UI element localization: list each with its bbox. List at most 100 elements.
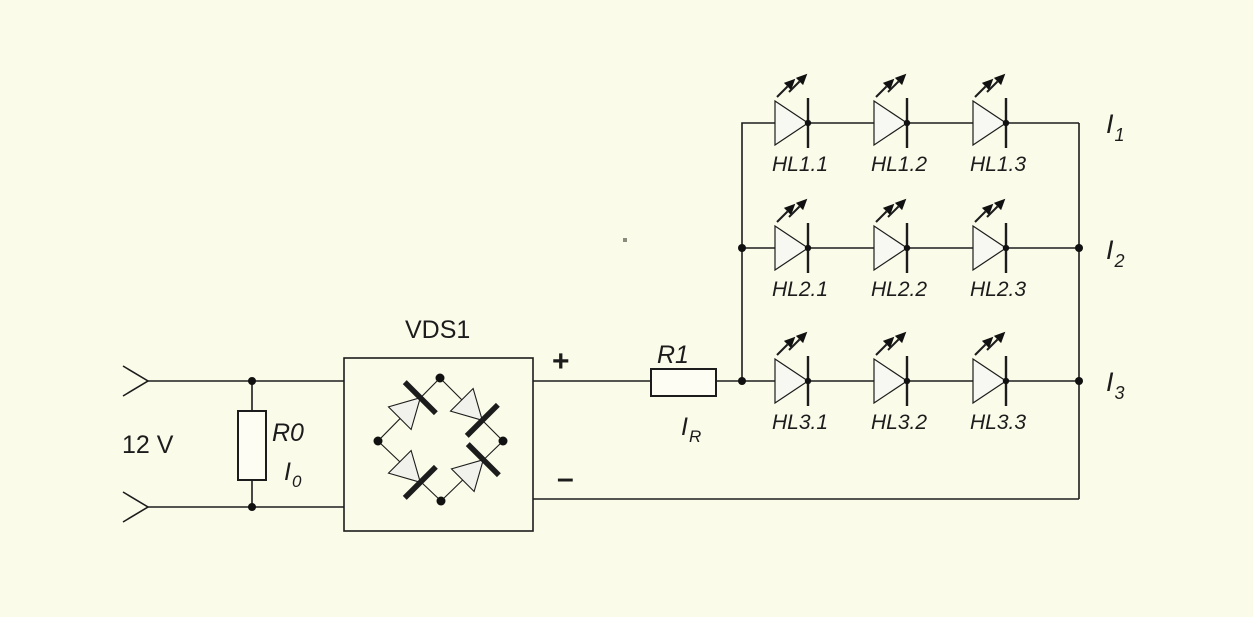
arrow-head [894,198,907,211]
bridge-node-dot [373,436,383,446]
arrow-head [783,336,796,349]
arrow-tail [887,80,900,93]
led-apex-dot [903,244,911,252]
resistor-r0 [237,377,267,511]
led-HL3.2 [873,331,911,406]
wire-left-bus-row1 [741,122,1079,381]
led-HL2.1 [774,198,812,273]
led-HL2.2 [873,198,911,273]
led-HL1.2 [873,73,911,148]
arrow-head [993,198,1006,211]
scan-speck [623,238,627,242]
led-label: HL1.1 [772,153,828,176]
label-i1-sub: 1 [1115,125,1125,145]
led-triangle [972,99,1008,147]
diode-cathode-bar [465,442,501,478]
arrow-head [783,78,796,91]
label-r0: R0 [272,419,304,447]
diode-cathode-bar [402,380,438,416]
led-emission-arrow-icon [887,73,907,93]
arrow-head [795,198,808,211]
led-apex-dot [1002,377,1010,385]
led-apex-dot [804,244,812,252]
arrow-head [783,203,796,216]
bridge-diodes [387,380,501,500]
arrow-head [993,73,1006,86]
label-i1: I1 [1106,109,1125,145]
arrow-tail [974,85,987,98]
arrow-tail [875,85,888,98]
label-i0: I0 [284,458,302,491]
bridge-node-dot [435,373,445,383]
arrow-tail [788,205,801,218]
label-vds1: VDS1 [405,316,470,344]
led-emission-arrow-icon [875,203,895,223]
led-triangle [873,357,909,405]
arrow-tail [986,205,999,218]
led-emission-arrow-icon [887,331,907,351]
label-minus: – [557,462,574,495]
led-emission-arrow-icon [875,78,895,98]
label-i3-sub: 3 [1115,383,1125,403]
led-triangle [873,224,909,272]
resistor-r1 [650,368,717,397]
label-plus: + [552,345,570,378]
arrow-head [795,331,808,344]
terminal-chevron-icon [122,365,150,397]
label-i0-sub: 0 [292,472,302,491]
resistor-r1-body [650,368,717,397]
bridge-diamond [377,377,504,502]
arrow-head [894,331,907,344]
arrow-tail [986,80,999,93]
bridge-node-dot [498,436,508,446]
label-i3-base: I [1106,367,1114,397]
arrow-head [882,78,895,91]
led-HL1.1 [774,73,812,148]
arrow-tail [788,80,801,93]
led-emission-arrow-icon [986,73,1006,93]
diode-triangle [450,458,485,493]
terminal-chevron-icon [122,491,150,523]
arrow-tail [788,338,801,351]
led-triangle [774,224,810,272]
led-label: HL2.1 [772,278,828,301]
label-i2-sub: 2 [1114,251,1125,271]
arrow-head [981,336,994,349]
led-emission-arrow-icon [974,336,994,356]
led-HL2.3 [972,198,1010,273]
source-terminal-top [122,365,344,397]
arrow-head [981,203,994,216]
diode-triangle [449,387,484,422]
led-triangle [972,224,1008,272]
bridge-diode-top-left [387,380,438,431]
arrow-tail [875,210,888,223]
diode-cathode-bar [464,402,500,438]
diode-cathode-bar [402,464,438,500]
arrow-tail [986,338,999,351]
junction-dot [248,377,256,385]
source-terminal-bottom [122,491,344,523]
led-HL3.3 [972,331,1010,406]
diode-triangle [387,449,422,484]
led-apex-dot [804,377,812,385]
arrow-head [882,336,895,349]
label-ir-sub: R [689,427,701,446]
arrow-head [894,73,907,86]
label-ir: IR [681,413,701,446]
bridge-rectifier-vds1 [343,357,534,532]
led-apex-dot [804,119,812,127]
led-triangle [972,357,1008,405]
arrow-head [795,73,808,86]
led-emission-arrow-icon [776,336,796,356]
label-source-voltage: 12 V [122,431,174,459]
bridge-diode-bottom-left [387,449,438,500]
arrow-tail [974,210,987,223]
label-i1-base: I [1106,109,1114,139]
label-i2: I2 [1106,235,1125,271]
led-HL3.1 [774,331,812,406]
led-emission-arrow-icon [788,198,808,218]
led-apex-dot [1002,119,1010,127]
